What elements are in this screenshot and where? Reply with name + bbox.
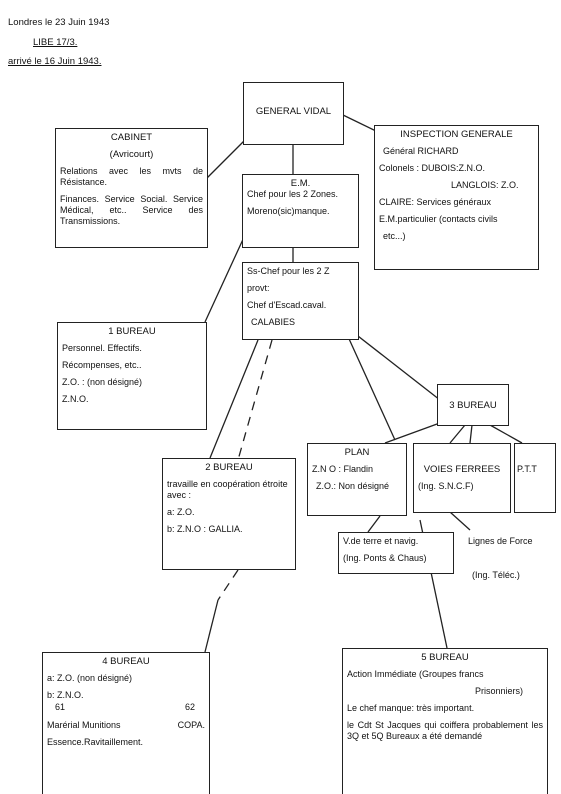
dashed-souschef-bureau2 <box>237 339 273 461</box>
bureau5-box: 5 BUREAU Action Immédiate (Groupes franc… <box>342 648 548 794</box>
cabinet-subtitle: (Avricourt) <box>109 149 154 160</box>
bureau3-box: 3 BUREAU <box>437 384 509 426</box>
souschef-line2: provt: <box>247 283 270 293</box>
ptt-box: P.T.T <box>514 443 556 513</box>
line-bureau3-ptt <box>489 424 523 444</box>
bureau1-zno: Z.N.O. <box>62 394 89 404</box>
inspection-claire: CLAIRE: Services généraux <box>379 197 492 207</box>
ptt-title: P.T.T <box>517 464 537 474</box>
em-title: E.M. <box>290 178 311 189</box>
bureau5-cdt-st-jacques: le Cdt St Jacques qui coiffera probablem… <box>347 720 543 741</box>
line-em-bureau1 <box>204 234 246 323</box>
bureau3-title: 3 BUREAU <box>449 400 497 411</box>
souschef-line3: Chef d'Escad.caval. <box>247 300 327 310</box>
bureau5-chef-manque: Le chef manque: très important. <box>347 703 475 713</box>
bureau4-materiel: Marérial Munitions <box>47 720 121 730</box>
letter-reference: LIBE 17/3. <box>33 37 78 48</box>
lignes-force-ingenieur: (Ing. Téléc.) <box>472 570 520 580</box>
plan-title: PLAN <box>344 447 370 458</box>
em-chef: Chef pour les 2 Zones. <box>247 189 339 199</box>
bureau4-zno: b: Z.N.O. <box>47 690 84 700</box>
inspection-title: INSPECTION GENERALE <box>400 129 513 140</box>
line-general-cabinet <box>204 139 246 181</box>
bureau1-zo: Z.O. : (non désigné) <box>62 377 143 387</box>
bureau1-recompenses: Récompenses, etc.. <box>62 360 142 370</box>
inspection-general: Général RICHARD <box>383 146 459 156</box>
bureau2-zo: a: Z.O. <box>167 507 195 517</box>
bureau5-prisonniers: Prisonniers) <box>474 686 523 696</box>
lignes-force-label: Lignes de Force <box>468 536 533 546</box>
dashed-bureau2-bureau4 <box>217 569 239 601</box>
cabinet-title: CABINET <box>110 132 153 143</box>
bureau4-section-61: 61 <box>55 702 66 712</box>
bureau5-title: 5 BUREAU <box>421 652 469 663</box>
line-plan-vterre <box>367 515 381 533</box>
vterre-line1: V.de terre et navig. <box>343 536 419 546</box>
bureau1-title: 1 BUREAU <box>108 326 156 337</box>
line-souschef-bureau2 <box>209 339 259 459</box>
plan-box: PLAN Z.N O : Flandin Z.O.: Non désigné <box>307 443 407 516</box>
inspection-em-particulier: E.M.particulier (contacts civils <box>379 214 498 224</box>
inspection-langlois: LANGLOIS: Z.O. <box>451 180 519 190</box>
inspection-colonels: Colonels : DUBOIS:Z.N.O. <box>379 163 486 173</box>
line-general-inspection <box>342 114 379 133</box>
line-voies-lignes <box>449 511 471 531</box>
voies-ferrees-box: VOIES FERREES (Ing. S.N.C.F) <box>413 443 511 513</box>
line-souschef-plan <box>344 329 396 441</box>
line-bureau3-voies2 <box>469 424 473 444</box>
souschef-line1: Ss-Chef pour les 2 Z <box>247 266 330 276</box>
bureau4-essence: Essence.Ravitaillement. <box>47 737 144 747</box>
plan-zno: Z.N O : Flandin <box>312 464 374 474</box>
vterre-line2: (Ing. Ponts & Chaus) <box>343 553 427 563</box>
line-bureau3-voies <box>449 424 466 444</box>
cabinet-relations: Relations avec les mvts de Résistance. <box>60 166 203 187</box>
voies-terre-box: V.de terre et navig. (Ing. Ponts & Chaus… <box>338 532 454 574</box>
bureau4-title: 4 BUREAU <box>102 656 150 667</box>
bureau5-action: Action Immédiate (Groupes francs <box>347 669 484 679</box>
bureau4-copa: COPA. <box>177 720 205 730</box>
line-bureau2-bureau4 <box>204 599 219 653</box>
plan-zo: Z.O.: Non désigné <box>316 481 390 491</box>
arrival-date: arrivé le 16 Juin 1943. <box>8 56 102 67</box>
bureau4-zo: a: Z.O. (non désigné) <box>47 673 133 683</box>
inspection-etc: etc...) <box>383 231 406 241</box>
voies-ingenieur: (Ing. S.N.C.F) <box>418 481 474 491</box>
bureau2-zno: b: Z.N.O : GALLIA. <box>167 524 243 534</box>
bureau4-box: 4 BUREAU a: Z.O. (non désigné) b: Z.N.O.… <box>42 652 210 794</box>
bureau2-cooperation: travaille en coopération étroite avec : <box>167 479 288 500</box>
bureau4-section-62: 62 <box>185 702 196 712</box>
bureau1-personnel: Personnel. Effectifs. <box>62 343 142 353</box>
bureau2-box: 2 BUREAU travaille en coopération étroit… <box>162 458 296 570</box>
letter-date: Londres le 23 Juin 1943 <box>8 17 110 28</box>
souschef-box: Ss-Chef pour les 2 Z provt: Chef d'Escad… <box>242 262 359 340</box>
general-vidal-box: GENERAL VIDAL <box>243 82 344 145</box>
cabinet-services: Finances. Service Social. Service Médica… <box>60 194 203 226</box>
general-title: GENERAL VIDAL <box>255 106 332 117</box>
em-moreno: Moreno(sic)manque. <box>247 206 330 216</box>
bureau2-title: 2 BUREAU <box>205 462 253 473</box>
voies-title: VOIES FERREES <box>423 464 501 475</box>
inspection-generale-box: INSPECTION GENERALE Général RICHARD Colo… <box>374 125 539 270</box>
em-box: E.M. Chef pour les 2 Zones. Moreno(sic)m… <box>242 174 359 248</box>
cabinet-box: CABINET (Avricourt) Relations avec les m… <box>55 128 208 248</box>
souschef-name: CALABIES <box>251 317 296 327</box>
bureau1-box: 1 BUREAU Personnel. Effectifs. Récompens… <box>57 322 207 430</box>
